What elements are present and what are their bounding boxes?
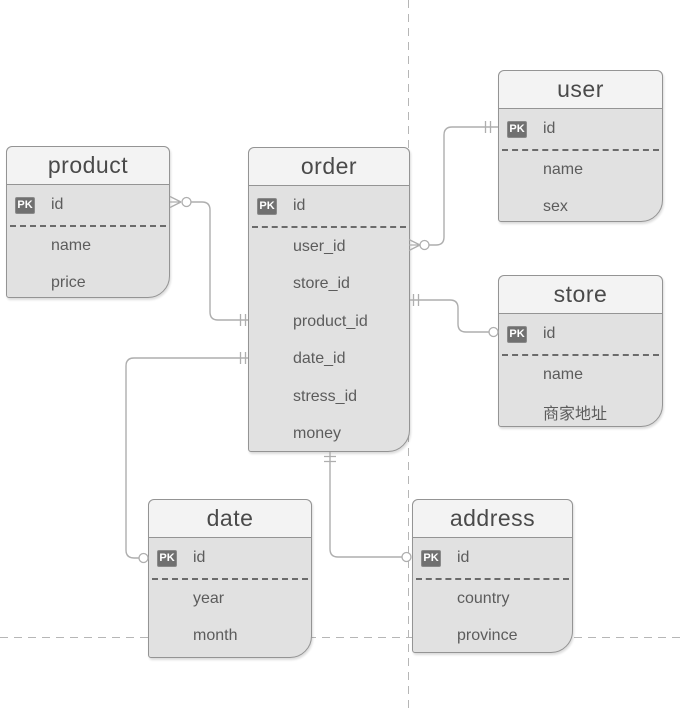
- field-label: product_id: [293, 312, 368, 330]
- field-label: id: [293, 197, 306, 214]
- field-label: country: [457, 589, 510, 607]
- primary-key-badge: PK: [257, 197, 277, 215]
- cardinality-circle: [488, 326, 499, 338]
- primary-key-badge: PK: [15, 196, 35, 214]
- field-row-money[interactable]: money: [249, 416, 409, 454]
- field-row-name[interactable]: name: [7, 227, 169, 265]
- field-row-product_id[interactable]: product_id: [249, 303, 409, 341]
- field-row-id[interactable]: PK id: [499, 109, 662, 149]
- field-label: user_id: [293, 237, 346, 255]
- field-row-user_id[interactable]: user_id: [249, 228, 409, 266]
- field-label: sex: [543, 198, 568, 216]
- primary-key-badge: PK: [157, 549, 177, 567]
- cardinality-mark: [324, 455, 336, 463]
- primary-key-badge: PK: [507, 120, 527, 138]
- relationship-order-to-address.id[interactable]: [329, 452, 402, 558]
- pk-divider: [502, 149, 659, 151]
- field-label: id: [457, 549, 470, 566]
- primary-key-badge: PK: [421, 549, 441, 567]
- table-title[interactable]: store: [499, 276, 662, 314]
- page-guide-horizontal: [0, 637, 681, 638]
- field-label: stress_id: [293, 387, 358, 405]
- field-label: name: [543, 365, 584, 383]
- field-row-id[interactable]: PK id: [149, 538, 311, 578]
- cardinality-mark: [239, 352, 247, 364]
- field-row-商家地址[interactable]: 商家地址: [499, 394, 662, 432]
- field-label: id: [193, 549, 206, 566]
- field-label: year: [193, 589, 225, 607]
- field-label: money: [293, 425, 342, 443]
- field-row-date_id[interactable]: date_id: [249, 341, 409, 379]
- field-row-year[interactable]: year: [149, 580, 311, 618]
- table-title[interactable]: user: [499, 71, 662, 109]
- cardinality-mark: [484, 121, 492, 133]
- field-row-province[interactable]: province: [413, 618, 572, 656]
- field-row-id[interactable]: PK id: [499, 314, 662, 354]
- field-row-price[interactable]: price: [7, 265, 169, 303]
- pk-divider: [502, 354, 659, 356]
- field-row-store_id[interactable]: store_id: [249, 266, 409, 304]
- relationship-product.id-to-order.product_id[interactable]: [191, 201, 248, 321]
- field-label: price: [51, 274, 86, 292]
- field-label: store_id: [293, 275, 350, 293]
- table-title[interactable]: product: [7, 147, 169, 185]
- cardinality-mark: [169, 195, 182, 209]
- primary-key-badge: PK: [507, 325, 527, 343]
- cardinality-mark: [408, 238, 421, 252]
- table-title[interactable]: order: [249, 148, 409, 186]
- field-label: id: [543, 120, 556, 137]
- cardinality-circle: [181, 196, 192, 208]
- table-title[interactable]: address: [413, 500, 572, 538]
- table-title[interactable]: date: [149, 500, 311, 538]
- field-row-name[interactable]: name: [499, 356, 662, 394]
- pk-divider: [10, 225, 166, 227]
- field-row-stress_id[interactable]: stress_id: [249, 378, 409, 416]
- cardinality-mark: [239, 314, 247, 326]
- cardinality-circle: [419, 239, 430, 251]
- field-row-id[interactable]: PK id: [249, 186, 409, 226]
- field-row-country[interactable]: country: [413, 580, 572, 618]
- pk-divider: [252, 226, 406, 228]
- field-label: id: [51, 196, 64, 213]
- cardinality-circle: [138, 552, 149, 564]
- field-row-id[interactable]: PK id: [7, 185, 169, 225]
- field-row-month[interactable]: month: [149, 618, 311, 656]
- relationship-order.user_id-to-user.id[interactable]: [429, 126, 498, 246]
- cardinality-circle: [401, 551, 412, 563]
- field-row-name[interactable]: name: [499, 151, 662, 189]
- field-row-id[interactable]: PK id: [413, 538, 572, 578]
- pk-divider: [416, 578, 569, 580]
- field-row-sex[interactable]: sex: [499, 189, 662, 227]
- field-label: month: [193, 627, 238, 645]
- relationship-order.store_id-to-store.id[interactable]: [410, 299, 489, 333]
- field-label: id: [543, 325, 556, 342]
- field-label: name: [51, 236, 92, 254]
- cardinality-mark: [412, 294, 420, 306]
- field-label: 商家地址: [543, 406, 608, 424]
- field-label: name: [543, 160, 584, 178]
- field-label: province: [457, 627, 518, 645]
- pk-divider: [152, 578, 308, 580]
- field-label: date_id: [293, 350, 346, 368]
